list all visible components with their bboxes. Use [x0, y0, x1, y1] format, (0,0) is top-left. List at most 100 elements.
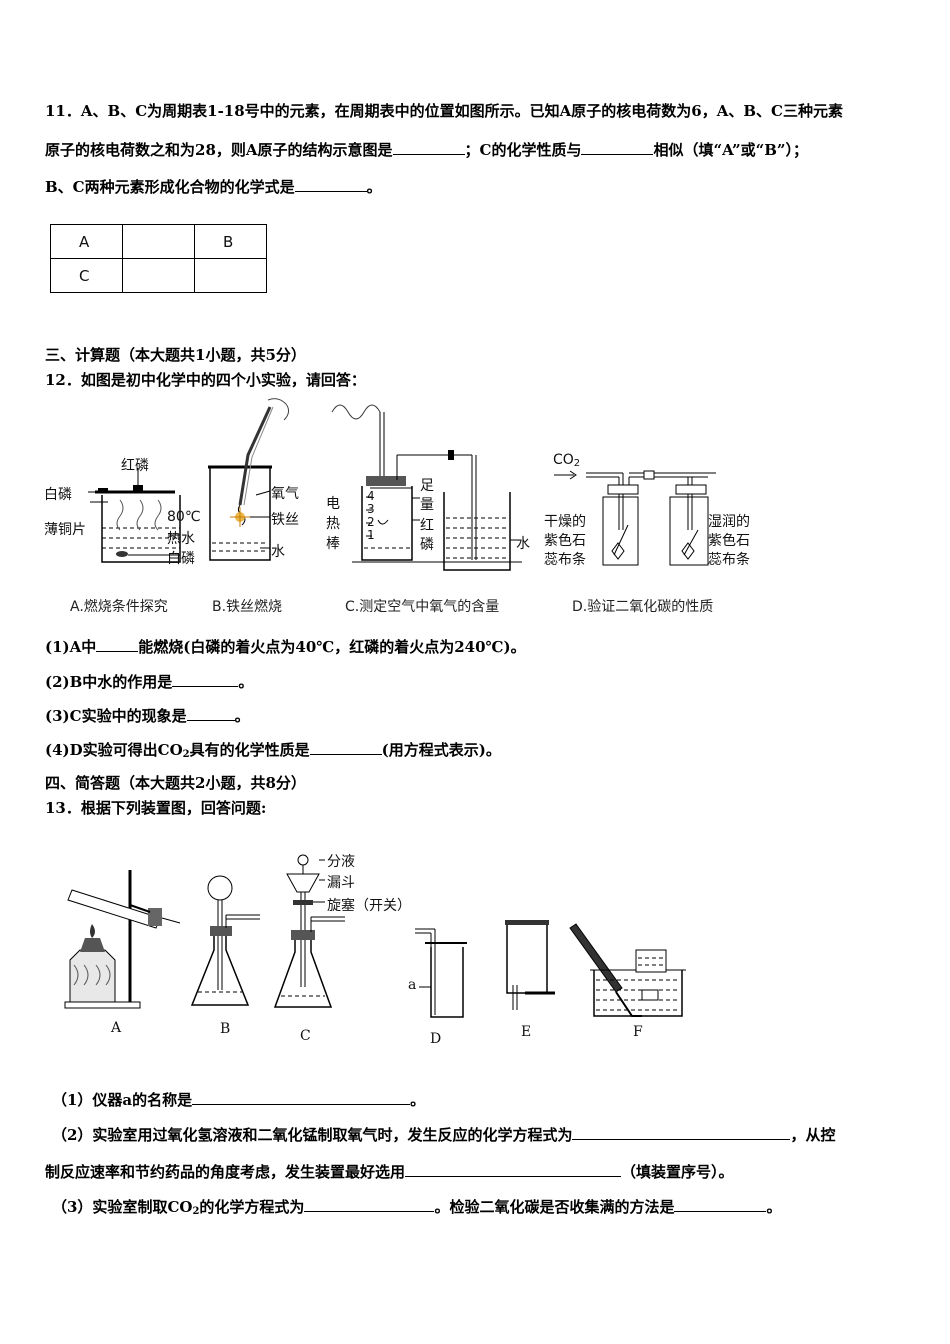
label-temperature: 80℃	[167, 509, 201, 525]
table-cell	[194, 258, 267, 293]
label-sufficient-1: 足	[420, 478, 434, 494]
q12-part4-text-c: (用方程式表示)。	[381, 741, 501, 759]
q11-line3-text-a: B、C两种元素形成化合物的化学式是	[45, 178, 295, 196]
apparatus-e-inverted-bottle	[505, 920, 555, 1010]
q11-line3: B、C两种元素形成化合物的化学式是 。	[45, 177, 382, 197]
q13-part1: （1）仪器a的名称是 。	[52, 1090, 425, 1110]
label-wet-1: 湿润的	[708, 514, 750, 530]
q12-part2-text-a: (2)B中水的作用是	[45, 673, 173, 691]
label-hot-water: 热水	[167, 531, 195, 547]
tick-label: 4	[367, 489, 375, 503]
q12-part4: (4)D实验可得出CO2具有的化学性质是 (用方程式表示)。	[45, 740, 501, 765]
answer-blank[interactable]	[309, 740, 382, 755]
answer-blank[interactable]	[581, 140, 654, 155]
label-water-c: 水	[516, 536, 530, 552]
q12-part1-text-a: (1)A中	[45, 638, 97, 656]
label-white-phosphorus: 白磷	[44, 487, 72, 503]
q13-part2-text-a: （2）实验室用过氧化氢溶液和二氧化锰制取氧气时，发生反应的化学方程式为	[52, 1126, 573, 1144]
table-cell: B	[194, 224, 267, 259]
q13-part3-text-c: 。检验二氧化碳是否收集满的方法是	[434, 1198, 675, 1216]
label-electric-1: 电	[326, 496, 340, 512]
answer-blank[interactable]	[172, 672, 239, 687]
q11-line2-text-c: 相似（填“A”或“B”）；	[653, 141, 809, 159]
tick-label: 2	[367, 515, 375, 529]
answer-blank[interactable]	[572, 1125, 791, 1140]
q12-part4-subscript: 2	[182, 749, 190, 760]
label-valve: 旋塞（开关）	[327, 898, 411, 914]
label-white-phosphorus-underwater: 白磷	[167, 551, 195, 567]
q13-part3-text-a: （3）实验室制取CO	[52, 1198, 193, 1216]
figure-c-oxygen-measurement-apparatus	[331, 404, 522, 571]
apparatus-c-separatory-funnel-flask	[273, 854, 345, 1008]
q11-line2-text-a: 原子的核电荷数之和为28，则A原子的结构示意图是	[45, 141, 393, 159]
label-apparatus-c: C	[300, 1028, 311, 1044]
q12-part2: (2)B中水的作用是 。	[45, 672, 253, 692]
label-funnel-2: 漏斗	[327, 875, 355, 891]
answer-blank[interactable]	[294, 177, 367, 192]
label-wet-3: 蕊布条	[708, 552, 750, 568]
answer-blank[interactable]	[674, 1197, 767, 1212]
section-3-title: 三、计算题（本大题共1小题，共5分）	[45, 346, 306, 364]
label-funnel-1: 分液	[327, 854, 355, 870]
caption-figure-d: D.验证二氧化碳的性质	[572, 599, 714, 615]
q13-part3: （3）实验室制取CO2的化学方程式为。检验二氧化碳是否收集满的方法是。	[52, 1197, 781, 1222]
q13-part1-text-a: （1）仪器a的名称是	[52, 1091, 193, 1109]
label-red-phosphorus: 红磷	[121, 458, 149, 474]
label-apparatus-a: A	[111, 1020, 122, 1036]
label-dry-1: 干燥的	[544, 514, 586, 530]
q12-part3-text-a: (3)C实验中的现象是	[45, 707, 187, 725]
q13-part2-text-c: 制反应速率和节约药品的角度考虑，发生装置最好选用	[45, 1163, 406, 1181]
answer-blank[interactable]	[392, 140, 465, 155]
q13-stem: 13．根据下列装置图，回答问题:	[45, 799, 267, 817]
q13-part2-text-b: ，从控	[790, 1126, 836, 1144]
answer-blank[interactable]	[96, 637, 139, 652]
answer-blank[interactable]	[186, 706, 235, 721]
q12-part3-text-b: 。	[234, 707, 250, 725]
q12-part4-text-a: (4)D实验可得出CO	[45, 741, 183, 759]
periodic-table-fragment: A B C	[50, 224, 267, 293]
q12-part2-text-b: 。	[238, 673, 254, 691]
label-apparatus-f: F	[633, 1024, 643, 1040]
apparatus-d-gas-bottle	[415, 928, 467, 1018]
q12-part4-text-b: 具有的化学性质是	[189, 741, 310, 759]
table-cell: C	[50, 258, 123, 293]
label-sufficient-2: 量	[420, 497, 434, 513]
q13-part3-subscript: 2	[192, 1206, 200, 1217]
q13-part2-line1: （2）实验室用过氧化氢溶液和二氧化锰制取氧气时，发生反应的化学方程式为 ，从控	[52, 1125, 835, 1145]
label-apparatus-e: E	[521, 1024, 532, 1040]
q11-line3-text-b: 。	[366, 178, 382, 196]
label-red-1: 红	[420, 518, 434, 534]
apparatus-a-heating-setup	[64, 870, 181, 1009]
q13-part2-text-d: （填装置序号）。	[621, 1163, 734, 1181]
section-4-title: 四、简答题（本大题共2小题，共8分）	[45, 774, 306, 792]
caption-figure-a: A.燃烧条件探究	[70, 599, 168, 615]
label-electric-2: 热	[326, 516, 340, 532]
label-red-2: 磷	[420, 537, 434, 553]
answer-blank[interactable]	[405, 1162, 622, 1177]
q13-part2-line2: 制反应速率和节约药品的角度考虑，发生装置最好选用 （填装置序号）。	[45, 1162, 734, 1182]
q12-part1-text-b: 能燃烧(白磷的着火点为40℃，红磷的着火点为240℃)。	[138, 638, 526, 656]
caption-figure-b: B.铁丝燃烧	[212, 599, 283, 615]
figure-d-co2-apparatus	[554, 470, 716, 566]
caption-figure-c: C.测定空气中氧气的含量	[345, 599, 500, 615]
label-apparatus-d: D	[430, 1031, 442, 1047]
label-dry-3: 蕊布条	[544, 552, 586, 568]
label-iron-wire: 铁丝	[271, 512, 299, 528]
q12-stem: 12．如图是初中化学中的四个小实验，请回答：	[45, 371, 366, 389]
label-oxygen: 氧气	[271, 486, 299, 502]
label-electric-3: 棒	[326, 536, 340, 552]
table-row: A B	[50, 224, 267, 259]
q12-part1: (1)A中 能燃烧(白磷的着火点为40℃，红磷的着火点为240℃)。	[45, 637, 526, 657]
table-row: C	[50, 258, 267, 293]
q12-part3: (3)C实验中的现象是 。	[45, 706, 250, 726]
q13-part1-text-b: 。	[410, 1091, 426, 1109]
answer-blank[interactable]	[304, 1197, 435, 1212]
tick-label: 1	[367, 528, 375, 542]
label-instrument-a: a	[408, 977, 417, 993]
label-wet-2: 紫色石	[708, 533, 750, 549]
q11-line2-text-b: ；C的化学性质与	[464, 141, 582, 159]
table-cell	[122, 258, 195, 293]
answer-blank[interactable]	[192, 1090, 411, 1105]
label-co2-gas: CO2	[553, 452, 581, 469]
apparatus-b-thistle-funnel-flask	[190, 875, 260, 1006]
